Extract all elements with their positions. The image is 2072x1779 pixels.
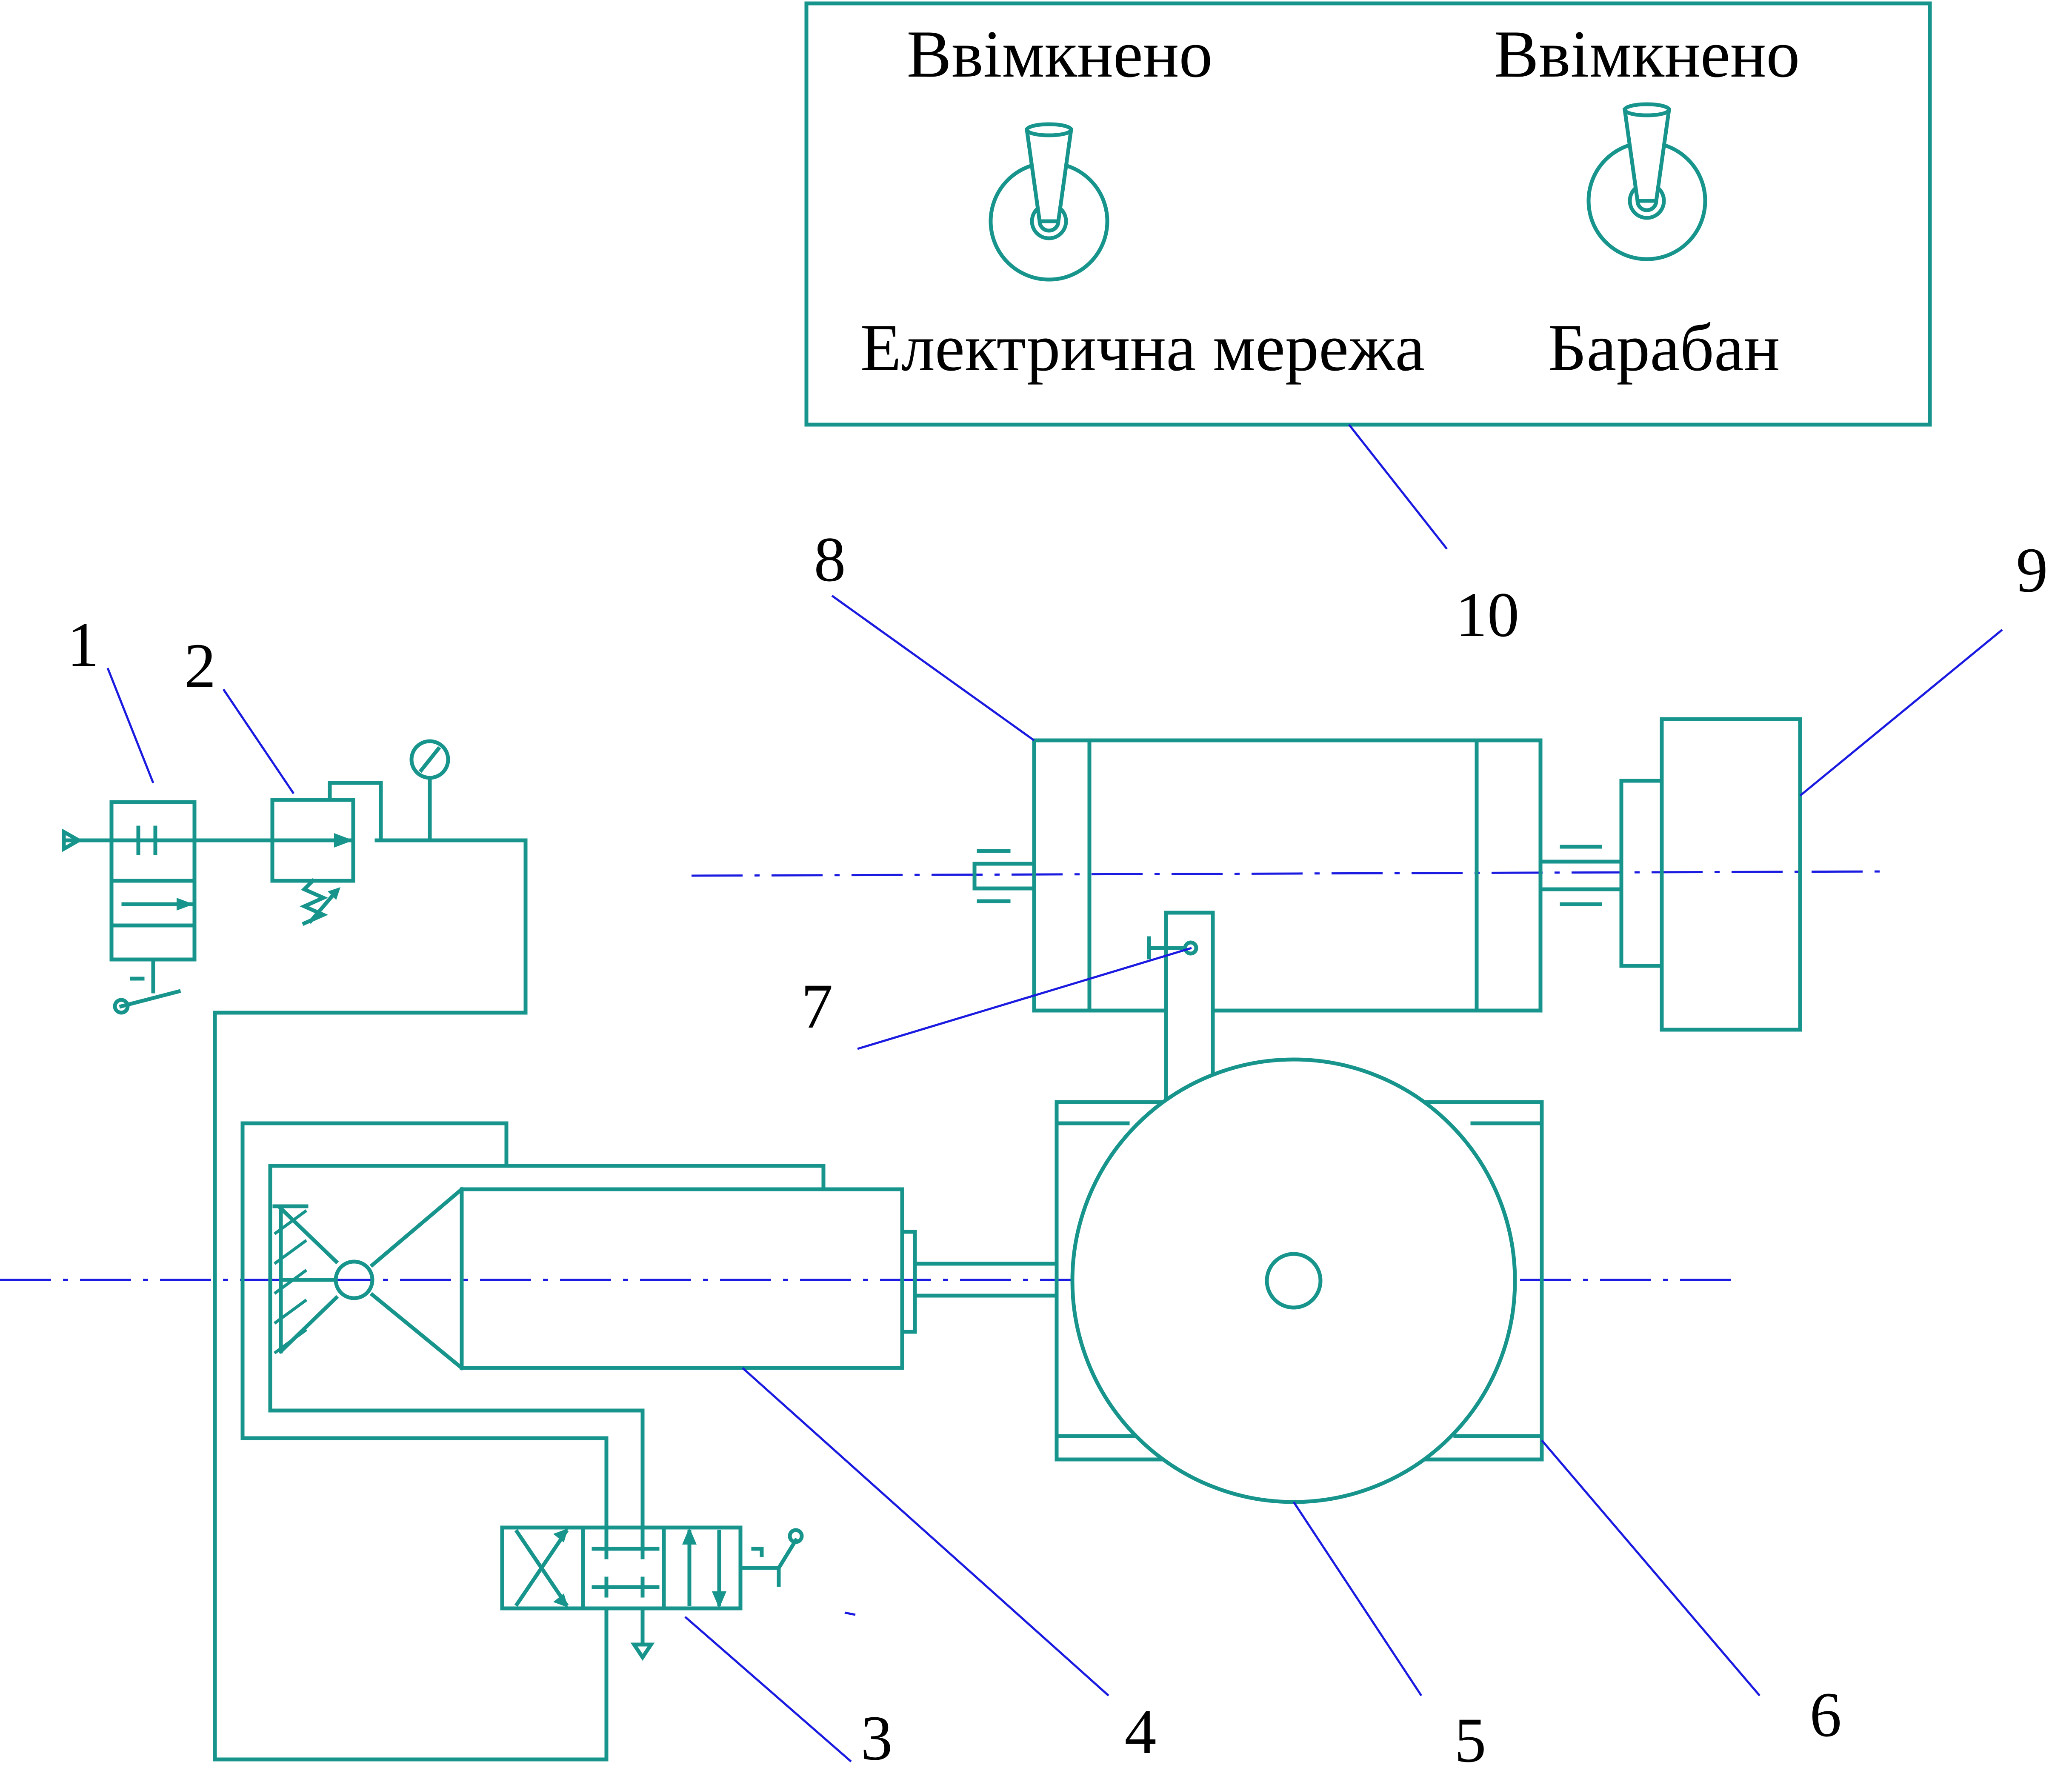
- drum: [1619, 717, 1802, 1032]
- directional-valve[interactable]: [500, 1525, 804, 1661]
- torque-arm: [1147, 911, 1215, 1102]
- control-panel: Ввімкнено Ввімкнено Електрична мережа Ба…: [804, 1, 1932, 427]
- label-8: 8: [814, 524, 846, 595]
- switch-1-name-label: Електрична мережа: [860, 311, 1425, 385]
- switch-2-name-label: Барабан: [1548, 311, 1780, 385]
- shutoff-valve[interactable]: [62, 800, 274, 1015]
- label-5: 5: [1455, 1705, 1486, 1776]
- wheel: [1070, 1057, 1517, 1504]
- label-1: 1: [67, 609, 99, 680]
- label-10: 10: [1455, 580, 1519, 650]
- label-3: 3: [861, 1703, 893, 1773]
- label-6: 6: [1810, 1679, 1842, 1750]
- leader-lines: [106, 424, 2003, 1762]
- label-2: 2: [184, 631, 216, 701]
- switch-2-state-label: Ввімкнено: [1494, 17, 1800, 91]
- pneumatic-cylinder: [272, 1186, 1059, 1371]
- label-4: 4: [1125, 1696, 1157, 1767]
- electric-motor: [972, 738, 1623, 1013]
- label-9: 9: [2016, 535, 2048, 605]
- power-toggle-switch[interactable]: [989, 122, 1109, 282]
- pressure-regulator[interactable]: [270, 798, 355, 926]
- drum-toggle-switch[interactable]: [1586, 102, 1707, 261]
- control-panel-frame: [804, 1, 1932, 427]
- motor-axis-line: [691, 870, 1890, 877]
- label-7: 7: [801, 971, 833, 1042]
- air-lines: [213, 739, 826, 1762]
- switch-1-state-label: Ввімкнено: [907, 17, 1213, 91]
